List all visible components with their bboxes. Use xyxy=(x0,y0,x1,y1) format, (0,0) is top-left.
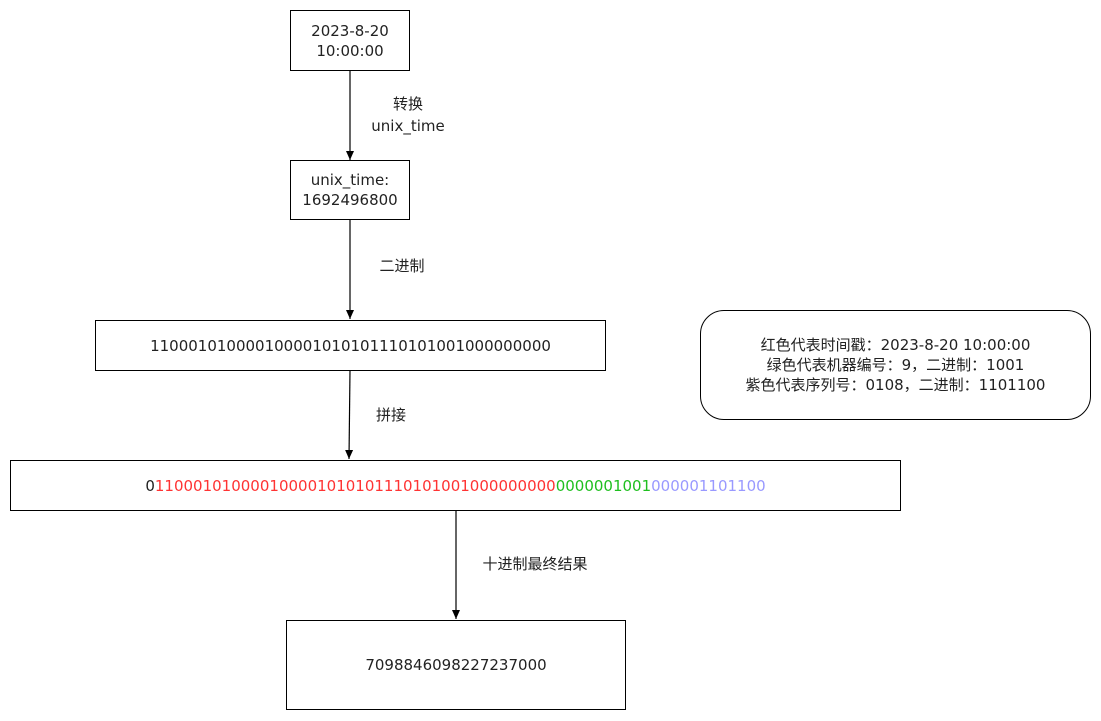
unix-time-node-line2: 1692496800 xyxy=(302,191,398,209)
result-node-text: 7098846098227237000 xyxy=(365,656,547,674)
concat-leading-bit: 0 xyxy=(145,476,155,495)
unix-time-node-line1: unix_time: xyxy=(310,171,390,189)
binary-node[interactable]: 1100010100001000010101011101010010000000… xyxy=(95,320,606,371)
concat-edge-label-text: 拼接 xyxy=(375,406,406,424)
legend-box: 红色代表时间戳：2023-8-20 10:00:00 绿色代表机器编号：9，二进… xyxy=(700,310,1091,420)
concat-node[interactable]: 0110001010000100001010101110101001000000… xyxy=(10,460,901,511)
date-node[interactable]: 2023-8-20 10:00:00 xyxy=(290,10,410,71)
result-node[interactable]: 7098846098227237000 xyxy=(286,620,626,710)
legend-line-green: 绿色代表机器编号：9，二进制：1001 xyxy=(766,356,1025,374)
legend-line-red: 红色代表时间戳：2023-8-20 10:00:00 xyxy=(760,336,1031,354)
convert-edge-label-line1: 转换 xyxy=(392,95,423,113)
unix-time-node[interactable]: unix_time: 1692496800 xyxy=(290,160,410,220)
legend-line-purple: 紫色代表序列号：0108，二进制：1101100 xyxy=(745,376,1046,394)
binary-node-text: 1100010100001000010101011101010010000000… xyxy=(150,336,551,355)
binary-edge-label: 二进制 xyxy=(372,255,432,277)
sequence-bits: 000001101100 xyxy=(651,476,766,495)
timestamp-bits: 1100010100001000010101011101010010000000… xyxy=(154,476,556,495)
convert-edge-label-line2: unix_time xyxy=(371,117,445,135)
date-node-line1: 2023-8-20 xyxy=(311,21,389,40)
concat-edge-label: 拼接 xyxy=(366,404,416,426)
decimal-result-edge-label: 十进制最终结果 xyxy=(470,553,600,575)
date-node-line2: 10:00:00 xyxy=(316,41,384,60)
machine-id-bits: 0000001001 xyxy=(555,476,652,495)
decimal-result-edge-label-text: 十进制最终结果 xyxy=(482,555,588,573)
concat-node-bits: 0110001010000100001010101110101001000000… xyxy=(145,476,765,496)
convert-edge-label: 转换 unix_time xyxy=(358,93,458,137)
arrow-binary-to-concat xyxy=(345,369,354,460)
binary-edge-label-text: 二进制 xyxy=(379,257,425,275)
